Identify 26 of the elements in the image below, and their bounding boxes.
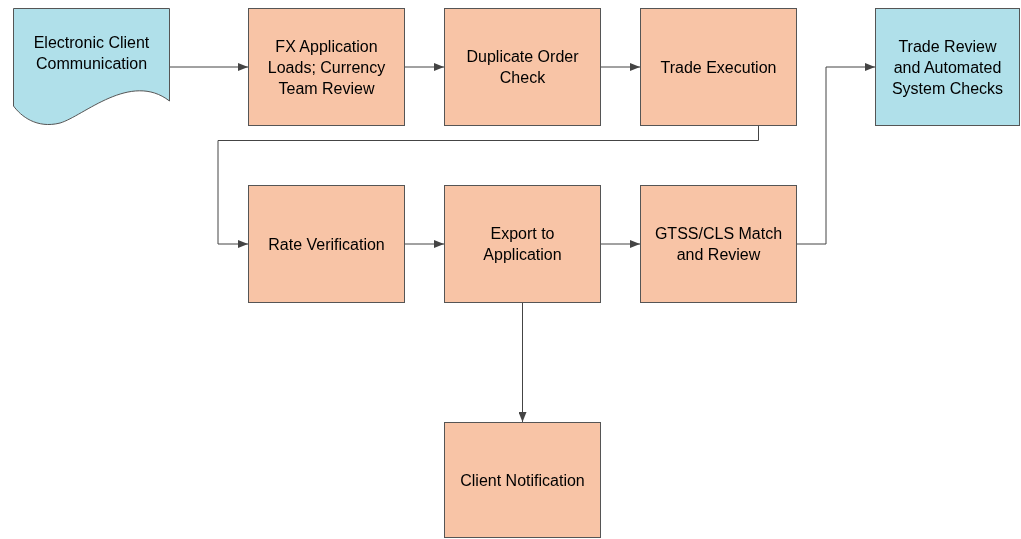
node-label: Duplicate Order Check bbox=[465, 47, 580, 88]
process-box bbox=[444, 8, 601, 126]
arrow bbox=[796, 63, 876, 245]
node-label: Trade Review and Automated System Checks bbox=[890, 36, 1005, 99]
process-box bbox=[248, 8, 405, 126]
node-label: GTSS/CLS Match and Review bbox=[653, 224, 784, 265]
process-box bbox=[248, 185, 405, 303]
arrow bbox=[404, 63, 445, 71]
document-shape bbox=[13, 8, 170, 126]
node-label: Rate Verification bbox=[267, 234, 386, 255]
node-label: Client Notification bbox=[459, 470, 586, 491]
arrow bbox=[217, 125, 759, 248]
node-label: FX Application Loads; Currency Team Review bbox=[266, 36, 387, 99]
arrow bbox=[404, 240, 445, 248]
node-label: Export to Application bbox=[482, 224, 563, 265]
arrow bbox=[600, 240, 641, 248]
process-box bbox=[444, 185, 601, 303]
process-box bbox=[875, 8, 1020, 126]
node-label: Trade Execution bbox=[659, 57, 778, 78]
arrow bbox=[169, 63, 249, 71]
arrow bbox=[600, 63, 641, 71]
process-box bbox=[444, 422, 601, 538]
process-box bbox=[640, 185, 797, 303]
arrow bbox=[518, 302, 527, 423]
node-label: Electronic Client Communication bbox=[32, 33, 151, 74]
process-box bbox=[640, 8, 797, 126]
